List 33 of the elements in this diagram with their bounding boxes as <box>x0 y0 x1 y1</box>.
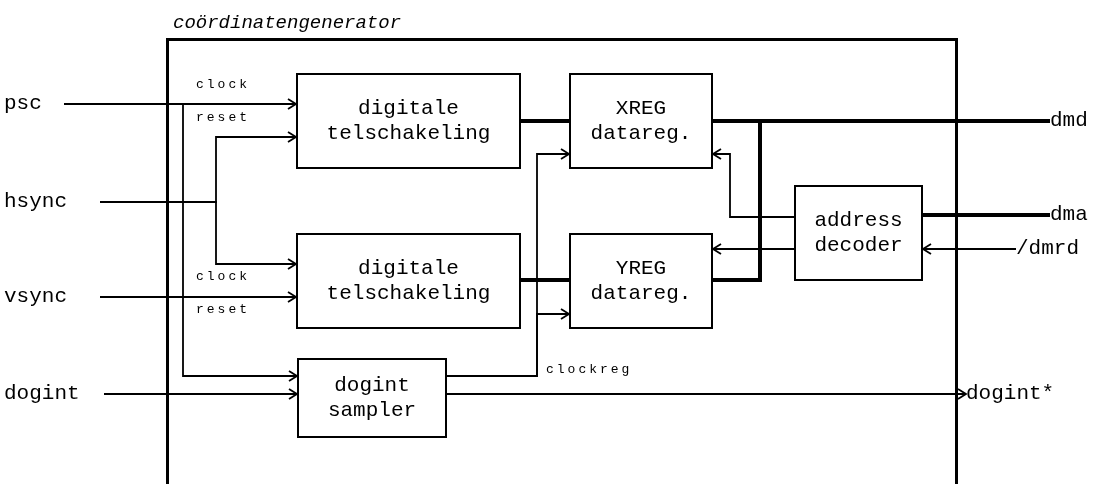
block-box: XREG datareg. <box>569 73 713 169</box>
signal-name: dogint <box>4 381 104 407</box>
signal-label: clock <box>196 269 250 284</box>
signal-name: dogint* <box>966 381 1086 407</box>
arrow <box>446 308 570 377</box>
signal-name: dma <box>1050 202 1104 228</box>
arrow <box>712 148 795 218</box>
signal-label: clock <box>196 77 250 92</box>
signal-name: /dmrd <box>1016 236 1098 262</box>
bus-line <box>521 278 569 282</box>
signal-label: reset <box>196 302 250 317</box>
signal-label: clockreg <box>546 362 633 377</box>
signal-name: psc <box>4 91 64 117</box>
arrow <box>922 243 1017 255</box>
arrow <box>446 388 967 400</box>
bus-line <box>521 119 569 123</box>
signal-name: vsync <box>4 284 100 310</box>
bus-line <box>923 213 1050 217</box>
arrow <box>99 291 297 303</box>
bus-line <box>713 119 1050 282</box>
signal-name: dmd <box>1050 108 1104 134</box>
arrow <box>103 388 298 400</box>
block-box: dogint sampler <box>297 358 447 438</box>
block-box: address decoder <box>794 185 923 281</box>
signal-name: hsync <box>4 189 100 215</box>
arrow <box>63 103 298 382</box>
arrow <box>99 201 297 270</box>
block-box: digitale telschakeling <box>296 233 521 329</box>
signal-label: reset <box>196 110 250 125</box>
block-box: digitale telschakeling <box>296 73 521 169</box>
arrow <box>712 243 795 255</box>
module-title: coördinatengenerator <box>173 12 402 34</box>
block-box: YREG datareg. <box>569 233 713 329</box>
